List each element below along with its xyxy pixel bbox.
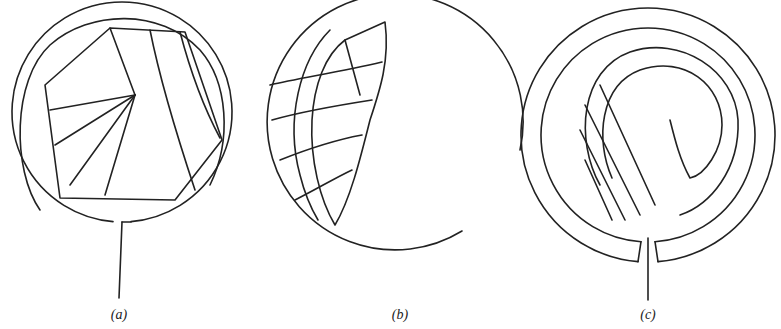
leaf-outline-b bbox=[267, 0, 523, 250]
figure-label: (c) bbox=[640, 308, 656, 322]
leaf-outline-a bbox=[12, 2, 232, 298]
figure-label: (b) bbox=[392, 308, 408, 322]
figure-label: (a) bbox=[111, 308, 127, 322]
leaf-outline-c bbox=[521, 8, 775, 300]
